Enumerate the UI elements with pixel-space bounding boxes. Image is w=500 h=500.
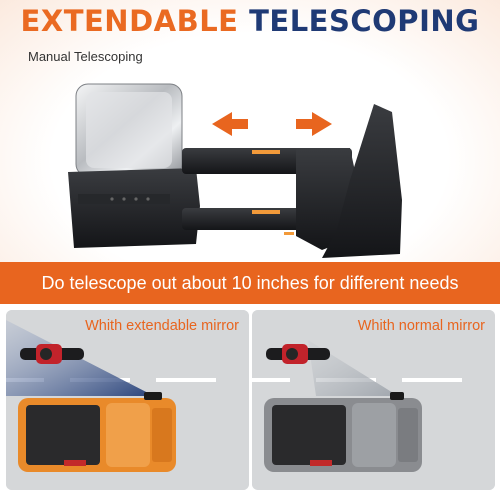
title-word-extendable: EXTENDABLE	[20, 4, 239, 38]
vision-cone	[308, 340, 398, 396]
hero-section: EXTENDABLE TELESCOPING Manual Telescopin…	[0, 0, 500, 262]
gray-truck	[264, 392, 422, 472]
subtitle: Manual Telescoping	[28, 49, 143, 64]
motorcycle-icon	[20, 344, 84, 364]
orange-truck	[18, 392, 176, 472]
door-sail	[322, 104, 402, 258]
left-caption: Whith extendable mirror	[85, 318, 239, 334]
extendable-scene	[6, 310, 249, 490]
right-caption: Whith normal mirror	[357, 318, 485, 334]
motorcycle-icon	[266, 344, 330, 364]
title-word-telescoping: TELESCOPING	[249, 4, 480, 38]
normal-scene	[252, 310, 495, 490]
panel-extendable-mirror: Whith extendable mirror	[6, 310, 249, 490]
panel-normal-mirror: Whith normal mirror	[252, 310, 495, 490]
telescope-arrows	[212, 112, 332, 136]
feature-banner: Do telescope out about 10 inches for dif…	[0, 262, 500, 304]
mirror-illustration	[68, 83, 402, 258]
mirror-housing	[68, 168, 200, 248]
page-title: EXTENDABLE TELESCOPING	[0, 4, 500, 44]
